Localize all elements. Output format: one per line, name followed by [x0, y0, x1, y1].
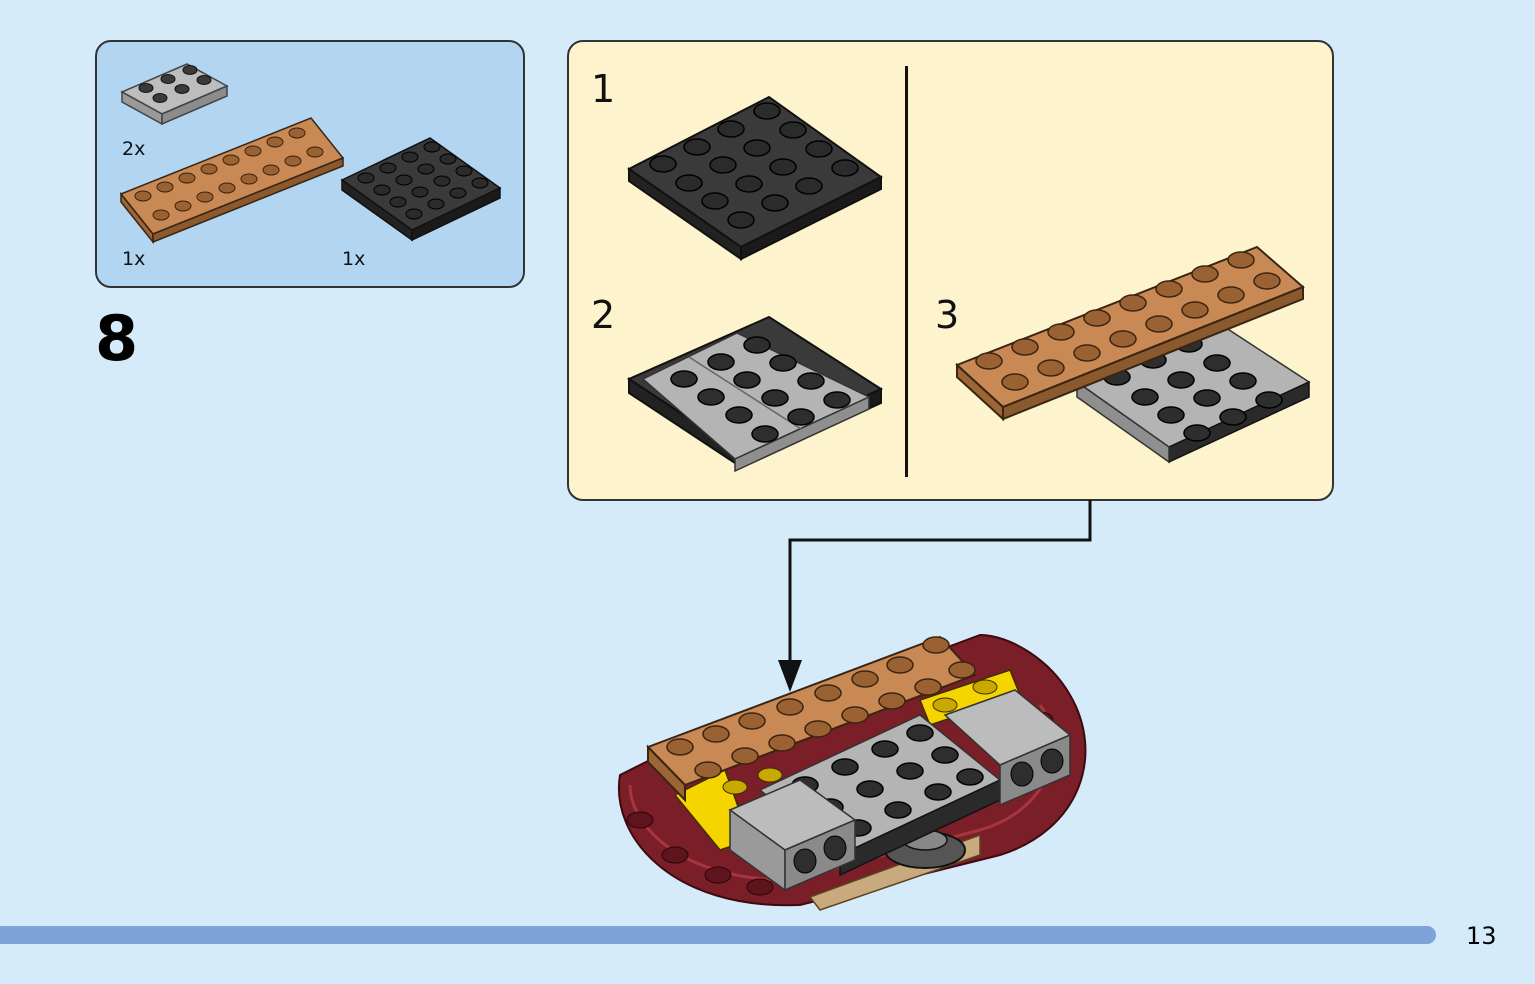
- substep-3-image: [955, 245, 1311, 464]
- substep-3-number: 3: [935, 293, 960, 337]
- nougat-plate-part-image: [119, 117, 345, 245]
- gray-plate-quantity: 2x: [122, 138, 146, 160]
- nougat-plate-quantity: 1x: [122, 248, 146, 270]
- substep-1-number: 1: [591, 67, 616, 111]
- progress-bar: [0, 926, 1436, 944]
- substep-1-image: [627, 95, 883, 261]
- subassembly-callout: 1 2 3: [567, 40, 1334, 501]
- black-plate-part-image: [340, 137, 502, 242]
- black-plate-quantity: 1x: [342, 248, 366, 270]
- substep-2-number: 2: [591, 293, 616, 337]
- gray-plate-part-image: [120, 63, 229, 126]
- page-number: 13: [1466, 922, 1497, 950]
- substep-divider: [905, 66, 908, 477]
- substep-2-image: [626, 315, 884, 473]
- step-number: 8: [95, 302, 139, 375]
- parts-callout: 2x 1x 1x: [95, 40, 525, 288]
- main-model-image: [617, 633, 1087, 911]
